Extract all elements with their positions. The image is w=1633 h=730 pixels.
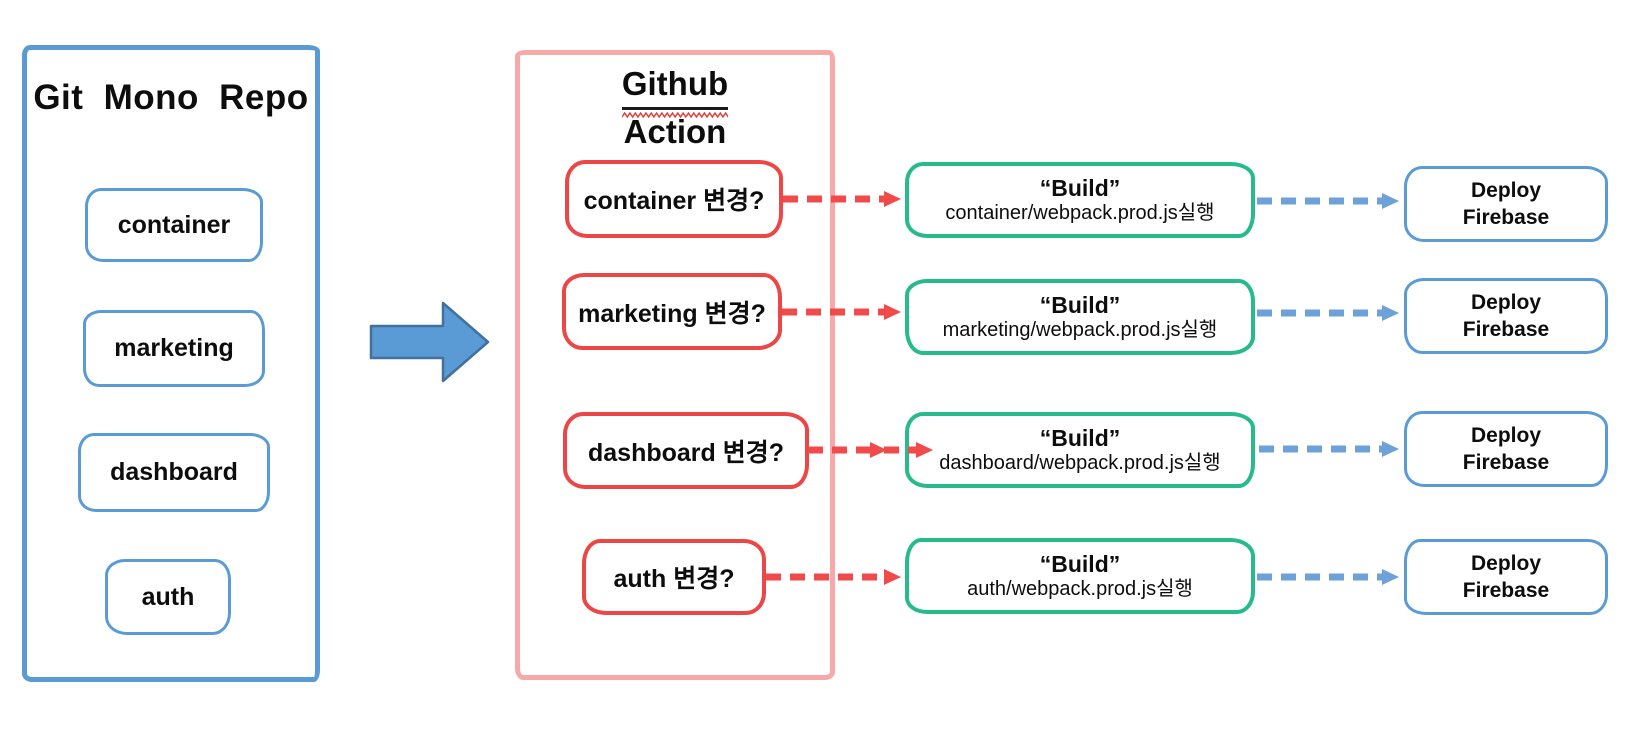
spellcheck-squiggle-icon: [621, 111, 729, 118]
blue-dashed-arrow-4: [1257, 569, 1399, 585]
build-box-marketing: “Build” marketing/webpack.prod.js실행: [905, 279, 1255, 355]
check-box-auth: auth 변경?: [582, 539, 766, 615]
build-command: marketing/webpack.prod.js실행: [942, 319, 1218, 342]
git-mono-repo-title: Git Mono Repo: [33, 78, 309, 117]
deploy-label-line1: Deploy: [1470, 178, 1541, 202]
github-action-title: Github Action: [515, 62, 835, 153]
build-box-container: “Build” container/webpack.prod.js실행: [905, 162, 1255, 238]
check-label: auth 변경?: [613, 565, 735, 593]
github-title-underlined: Github: [621, 62, 729, 118]
arrow-head-icon: [884, 304, 901, 320]
deploy-label-line1: Deploy: [1470, 551, 1541, 575]
repo-item-dashboard: dashboard: [78, 433, 270, 512]
repo-item-label: marketing: [114, 334, 234, 362]
deploy-label-line2: Firebase: [1462, 579, 1550, 602]
deploy-label-line2: Firebase: [1462, 206, 1550, 229]
check-label: container 변경?: [583, 187, 765, 215]
repo-item-label: auth: [141, 582, 195, 611]
check-label: marketing 변경?: [578, 299, 766, 328]
check-label: dashboard 변경?: [587, 438, 784, 467]
arrow-head-icon: [1382, 569, 1399, 585]
deploy-firebase-box-2: Deploy Firebase: [1404, 278, 1608, 354]
build-command: container/webpack.prod.js실행: [945, 202, 1215, 225]
arrow-head-icon: [884, 569, 901, 585]
deploy-label-line1: Deploy: [1470, 290, 1541, 314]
arrow-head-icon: [1382, 193, 1399, 209]
repo-item-label: container: [117, 210, 231, 239]
flow-block-arrow-icon: [369, 301, 490, 383]
repo-item-container: container: [85, 188, 263, 262]
check-box-dashboard: dashboard 변경?: [563, 412, 809, 489]
build-box-dashboard: “Build” dashboard/webpack.prod.js실행: [905, 412, 1255, 488]
deploy-firebase-box-4: Deploy Firebase: [1404, 539, 1608, 615]
build-title: “Build”: [1039, 424, 1121, 451]
github-action-title-line2: Action: [623, 112, 727, 150]
build-command: dashboard/webpack.prod.js실행: [939, 452, 1221, 475]
arrow-head-icon: [870, 442, 887, 458]
deploy-label-line2: Firebase: [1462, 318, 1550, 341]
arrow-head-icon: [1382, 441, 1399, 457]
build-title: “Build”: [1039, 291, 1121, 318]
build-title: “Build”: [1039, 174, 1121, 201]
repo-item-auth: auth: [105, 559, 231, 635]
blue-dashed-arrow-1: [1257, 193, 1399, 209]
deploy-label-line1: Deploy: [1470, 423, 1541, 447]
build-title: “Build”: [1039, 550, 1121, 577]
arrow-head-icon: [884, 191, 901, 207]
blue-dashed-arrow-3: [1259, 441, 1399, 457]
check-box-container: container 변경?: [565, 160, 783, 238]
github-action-title-line1: Github: [621, 62, 729, 110]
build-command: auth/webpack.prod.js실행: [967, 578, 1193, 601]
arrow-head-icon: [1382, 305, 1399, 321]
blue-dashed-arrow-2: [1257, 305, 1399, 321]
block-arrow-shape: [369, 301, 490, 383]
deploy-firebase-box-1: Deploy Firebase: [1404, 166, 1608, 242]
squiggle-line: [621, 111, 729, 118]
deploy-firebase-box-3: Deploy Firebase: [1404, 411, 1608, 487]
build-box-auth: “Build” auth/webpack.prod.js실행: [905, 538, 1255, 614]
check-box-marketing: marketing 변경?: [562, 273, 782, 350]
repo-item-label: dashboard: [110, 458, 238, 486]
deploy-label-line2: Firebase: [1462, 451, 1550, 474]
repo-item-marketing: marketing: [83, 310, 265, 387]
